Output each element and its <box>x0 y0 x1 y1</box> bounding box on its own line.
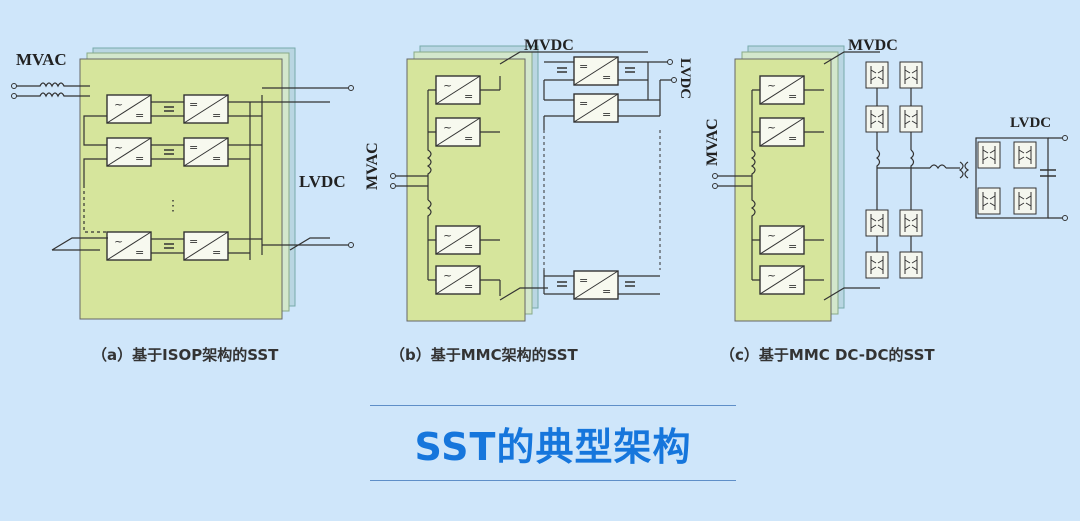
ac-dc-converter-icon <box>106 231 152 261</box>
panel-b: MVDC MVAC LVDC （b）基于MMC架构的SST <box>364 37 693 364</box>
h-bridge-submodule-icon <box>865 209 889 237</box>
svg-text:⋮: ⋮ <box>166 198 180 214</box>
h-bridge-submodule-icon <box>865 61 889 89</box>
h-bridge-submodule-icon <box>899 251 923 279</box>
switch-icon <box>977 141 1001 169</box>
dc-dc-converter-icon <box>573 56 619 86</box>
submodule-icon <box>759 75 805 105</box>
submodule-icon <box>759 117 805 147</box>
mvac-label-b: MVAC <box>364 142 381 190</box>
submodule-icon <box>759 225 805 255</box>
dc-dc-converter-icon <box>573 270 619 300</box>
panel-c: MVDC MVAC LVDC <box>704 37 1068 364</box>
submodule-icon <box>435 265 481 295</box>
dc-dc-converter-icon <box>573 93 619 123</box>
switch-icon <box>977 187 1001 215</box>
caption-c: （c）基于MMC DC-DC的SST <box>720 346 935 364</box>
lvdc-label-c: LVDC <box>1010 115 1051 131</box>
h-bridge-submodule-icon <box>865 251 889 279</box>
mvdc-label-b: MVDC <box>524 37 574 54</box>
submodule-icon <box>435 225 481 255</box>
panel-a: MVAC ⋮ LVDC （a）基于ISOP架构的SST <box>11 47 354 364</box>
caption-a: （a）基于ISOP架构的SST <box>92 346 279 364</box>
lvdc-label-b: LVDC <box>677 58 693 99</box>
dc-dc-converter-icon <box>183 231 229 261</box>
lvdc-label-a: LVDC <box>299 172 346 191</box>
h-bridge-submodule-icon <box>899 209 923 237</box>
switch-icon <box>1013 141 1037 169</box>
switch-icon <box>1013 187 1037 215</box>
ac-dc-converter-icon <box>106 137 152 167</box>
ac-dc-converter-icon <box>106 94 152 124</box>
mvac-label-a: MVAC <box>16 50 67 69</box>
h-bridge-submodule-icon <box>899 105 923 133</box>
dc-dc-converter-icon <box>183 137 229 167</box>
h-bridge-submodule-icon <box>899 61 923 89</box>
mvdc-label-c: MVDC <box>848 37 898 54</box>
mvac-label-c: MVAC <box>704 118 721 166</box>
h-bridge-submodule-icon <box>865 105 889 133</box>
submodule-icon <box>435 117 481 147</box>
figure-title: SST的典型架构 <box>370 405 736 481</box>
submodule-icon <box>435 75 481 105</box>
dc-dc-converter-icon <box>183 94 229 124</box>
submodule-icon <box>759 265 805 295</box>
caption-b: （b）基于MMC架构的SST <box>390 346 579 364</box>
